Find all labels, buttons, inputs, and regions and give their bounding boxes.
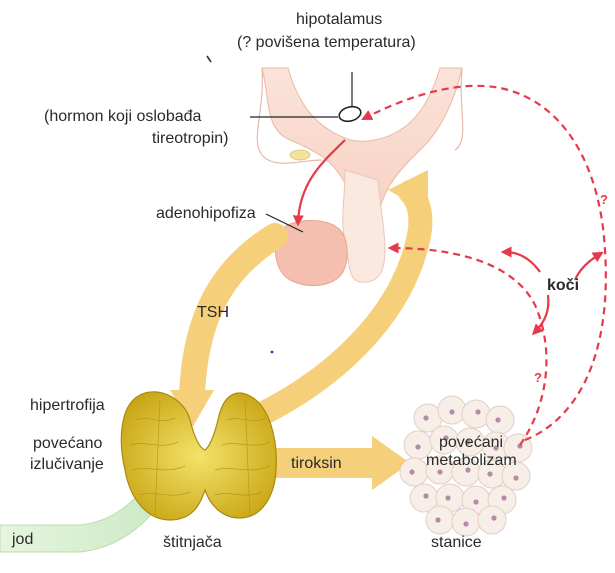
cell-nucleus [445, 495, 450, 500]
stray-dot [271, 351, 274, 354]
metabolism-label-line2: metabolizam [426, 451, 517, 470]
thyroid-label: štitnjača [163, 533, 222, 552]
adenohypophysis-label: adenohipofiza [156, 204, 256, 223]
koci-upper-arrow [505, 252, 540, 272]
cell-nucleus [409, 469, 414, 474]
cell-nucleus [495, 417, 500, 422]
cell-nucleus [473, 499, 478, 504]
cell-nucleus [423, 415, 428, 420]
pituitary-shape [275, 170, 385, 286]
stray-mark [207, 56, 211, 62]
cell-nucleus [475, 409, 480, 414]
tsh-label: TSH [197, 303, 229, 322]
cell-nucleus [501, 495, 506, 500]
cell-nucleus [423, 493, 428, 498]
hormone-label-line2: tireotropin) [152, 129, 228, 148]
question-mark-inner: ? [534, 370, 542, 385]
tsh-pathway-arrow [170, 236, 275, 428]
hypothalamus-subtitle: (? povišena temperatura) [237, 33, 416, 52]
question-mark-outer: ? [600, 192, 608, 207]
inhibits-label: koči [547, 276, 579, 295]
metabolism-label-line1: povećani [439, 433, 503, 452]
cell-nucleus [487, 471, 492, 476]
cell [478, 506, 506, 534]
thyroxine-label: tiroksin [291, 454, 342, 473]
cell-nucleus [491, 515, 496, 520]
cell-nucleus [513, 475, 518, 480]
hormone-label-line1: (hormon koji oslobađa [44, 107, 201, 126]
increased-secretion-line2: izlučivanje [30, 455, 104, 474]
cells-label: stanice [431, 533, 482, 552]
cell-nucleus [437, 469, 442, 474]
increased-secretion-line1: povećano [33, 434, 102, 453]
hypertrophy-label: hipertrofija [30, 396, 105, 415]
cell [462, 400, 490, 428]
iodine-label: jod [12, 530, 33, 549]
cell-nucleus [435, 517, 440, 522]
cell-nucleus [449, 409, 454, 414]
cell-nucleus [415, 444, 420, 449]
cell-nucleus [463, 521, 468, 526]
hypothalamus-title: hipotalamus [296, 10, 382, 29]
